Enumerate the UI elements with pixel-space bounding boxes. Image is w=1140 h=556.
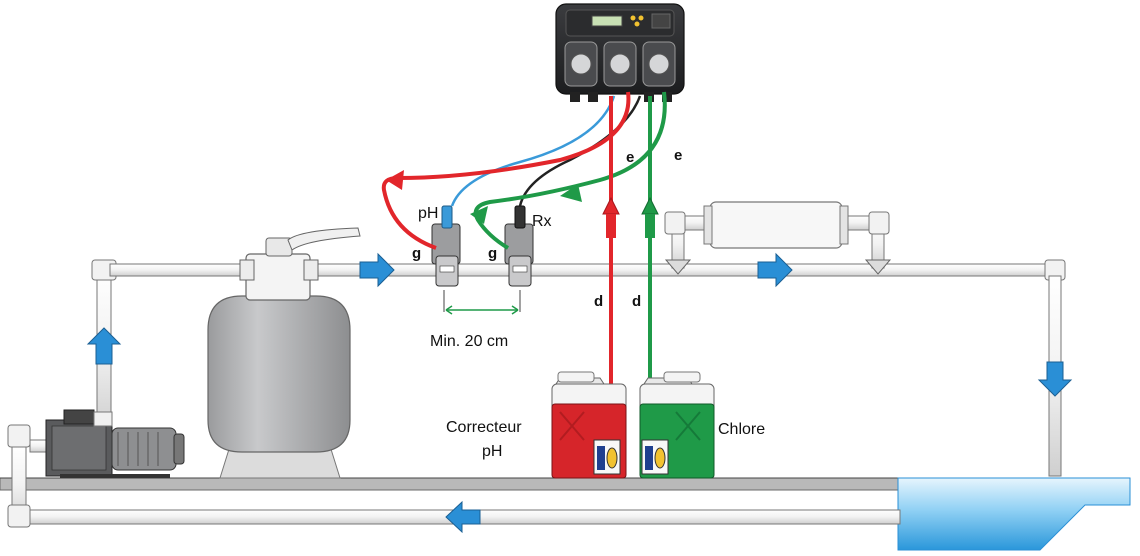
ph-probe-holder	[431, 205, 461, 287]
distance-label: Min. 20 cm	[430, 333, 508, 350]
sand-filter	[207, 227, 361, 479]
flow-arrow-up	[86, 327, 122, 365]
ph-injection-line	[381, 91, 631, 250]
ph-corrector-label-line1: Correcteur	[446, 419, 522, 436]
ph-corrector-label-line2: pH	[482, 443, 502, 460]
heat-exchanger	[664, 201, 892, 275]
ph-suction-arrow	[602, 196, 620, 215]
ph-probe-label: pH	[418, 205, 438, 222]
chlorine-injection-line	[473, 91, 667, 250]
g-label-right: g	[488, 245, 497, 262]
chlorine-injection-arrow	[560, 184, 582, 202]
flow-arrow-right-2	[757, 252, 793, 288]
d-label-red: d	[594, 293, 603, 310]
g-label-left: g	[412, 245, 421, 262]
ph-corrector-canister	[551, 371, 627, 479]
pool-water	[897, 477, 1131, 551]
rx-probe-label: Rx	[532, 213, 552, 230]
chlorine-injection-arrow-2	[470, 206, 488, 224]
rx-probe-cable	[518, 95, 642, 207]
distance-marker	[443, 290, 521, 315]
chlorine-label: Chlore	[718, 421, 765, 438]
pool-pump	[29, 409, 185, 478]
rx-probe-holder	[504, 205, 534, 287]
ph-injection-arrow	[386, 170, 404, 190]
ph-probe-cable	[450, 95, 616, 207]
dosing-pump-controller	[555, 3, 685, 102]
flow-arrow-right-1	[359, 252, 395, 288]
d-label-green: d	[632, 293, 641, 310]
flow-arrow-down	[1037, 361, 1073, 397]
ground	[0, 477, 901, 491]
e-label-green: e	[674, 147, 682, 164]
chlorine-suction-arrow	[641, 196, 659, 215]
e-label-red: e	[626, 149, 634, 166]
flow-arrow-left	[445, 500, 481, 534]
chlorine-canister	[639, 371, 715, 479]
